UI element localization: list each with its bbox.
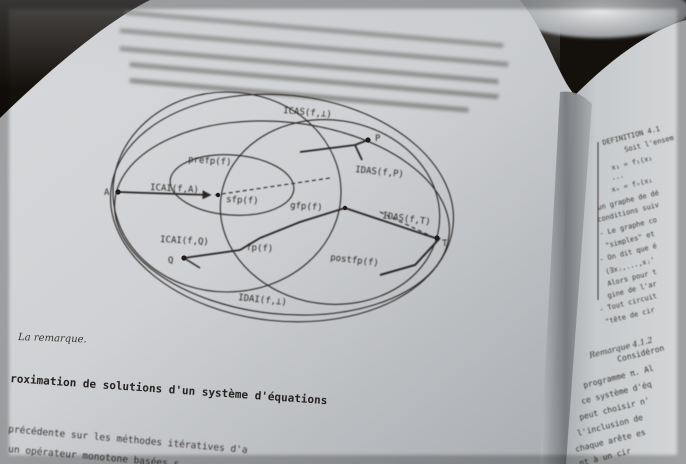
- point-gfp: [343, 206, 347, 210]
- point-p: [365, 137, 370, 142]
- label-fp: fp(f): [246, 243, 274, 254]
- label-sfp: sfp(f): [226, 195, 259, 207]
- label-a: A: [104, 188, 110, 198]
- label-t: T: [442, 239, 448, 249]
- point-q: [181, 255, 186, 260]
- label-p: P: [375, 134, 381, 144]
- point-a: [115, 189, 120, 194]
- point-t: [434, 235, 439, 240]
- label-q: Q: [168, 256, 173, 266]
- point-sfp: [216, 193, 220, 197]
